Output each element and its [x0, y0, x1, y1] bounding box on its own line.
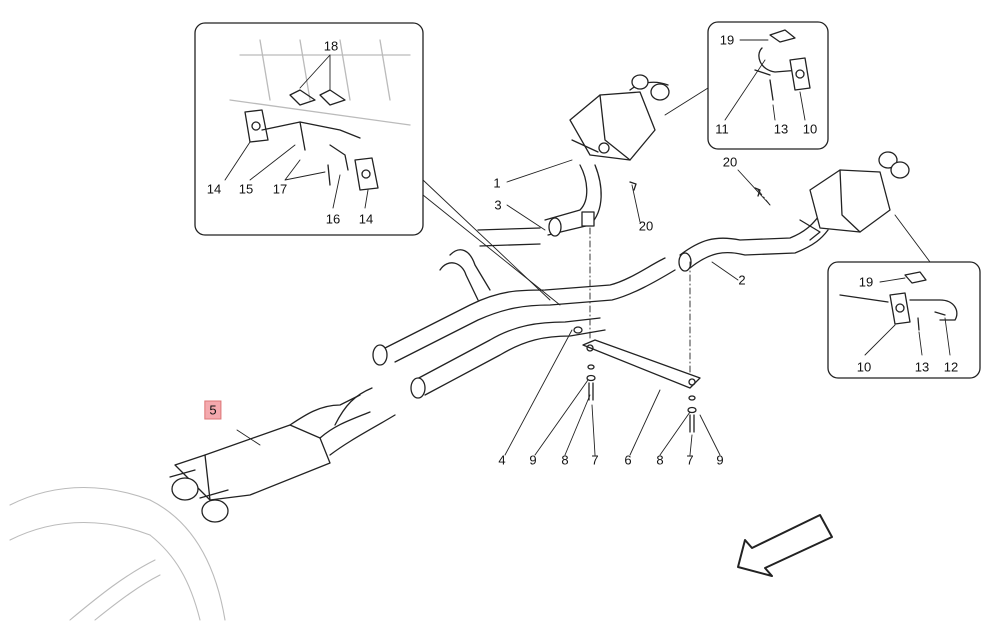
callout-9-b: 9: [716, 452, 724, 468]
detail2-callout-10: 10: [802, 121, 818, 137]
y-pipe-part-4: [372, 227, 676, 399]
rear-left-silencer-part-1: [569, 74, 670, 161]
main-leaders: [236, 159, 771, 456]
callout-8-b: 8: [656, 452, 664, 468]
pipe-part-3: [544, 164, 602, 237]
detail-box-3-leaders: [864, 277, 951, 356]
detail1-callout-16: 16: [325, 211, 341, 227]
detail-box-3: [827, 261, 981, 379]
detail1-callout-17: 17: [272, 181, 288, 197]
detail-box-1: [194, 22, 424, 236]
detail1-callout-18: 18: [323, 38, 339, 54]
background-pipes: [9, 487, 226, 621]
pipe-part-2: [678, 214, 829, 272]
detail1-callout-14-b: 14: [358, 211, 374, 227]
detail-box-2: [707, 21, 829, 150]
detail2-callout-19: 19: [719, 32, 735, 48]
rear-right-silencer: [799, 151, 910, 241]
arrow-icon: [737, 514, 833, 577]
detail-box-2-leaders: [724, 39, 806, 121]
detail1-callout-15: 15: [238, 181, 254, 197]
callout-7-b: 7: [686, 452, 694, 468]
bracket-part-6: [582, 339, 701, 389]
fasteners: [586, 364, 697, 433]
detail3-callout-13: 13: [914, 359, 930, 375]
callout-4: 4: [498, 452, 506, 468]
clip-part-20: [629, 181, 761, 197]
detail-box-1-leaders: [224, 54, 369, 209]
detail3-callout-12: 12: [943, 359, 959, 375]
detail2-callout-13: 13: [773, 121, 789, 137]
callout-5-highlighted[interactable]: 5: [204, 400, 222, 420]
callout-6: 6: [624, 452, 632, 468]
callout-1: 1: [493, 175, 501, 191]
detail3-callout-19: 19: [858, 274, 874, 290]
callout-2: 2: [738, 272, 746, 288]
box-connectors: [422, 87, 931, 306]
detail3-callout-10: 10: [856, 359, 872, 375]
detail1-callout-14-a: 14: [206, 181, 222, 197]
callout-7-a: 7: [591, 452, 599, 468]
detail2-callout-11: 11: [715, 121, 729, 137]
callout-9-a: 9: [529, 452, 537, 468]
callout-20-b: 20: [722, 154, 738, 170]
callout-3: 3: [494, 197, 502, 213]
callout-20-a: 20: [638, 218, 654, 234]
front-pipe-part-5: [169, 387, 396, 523]
callout-8-a: 8: [561, 452, 569, 468]
